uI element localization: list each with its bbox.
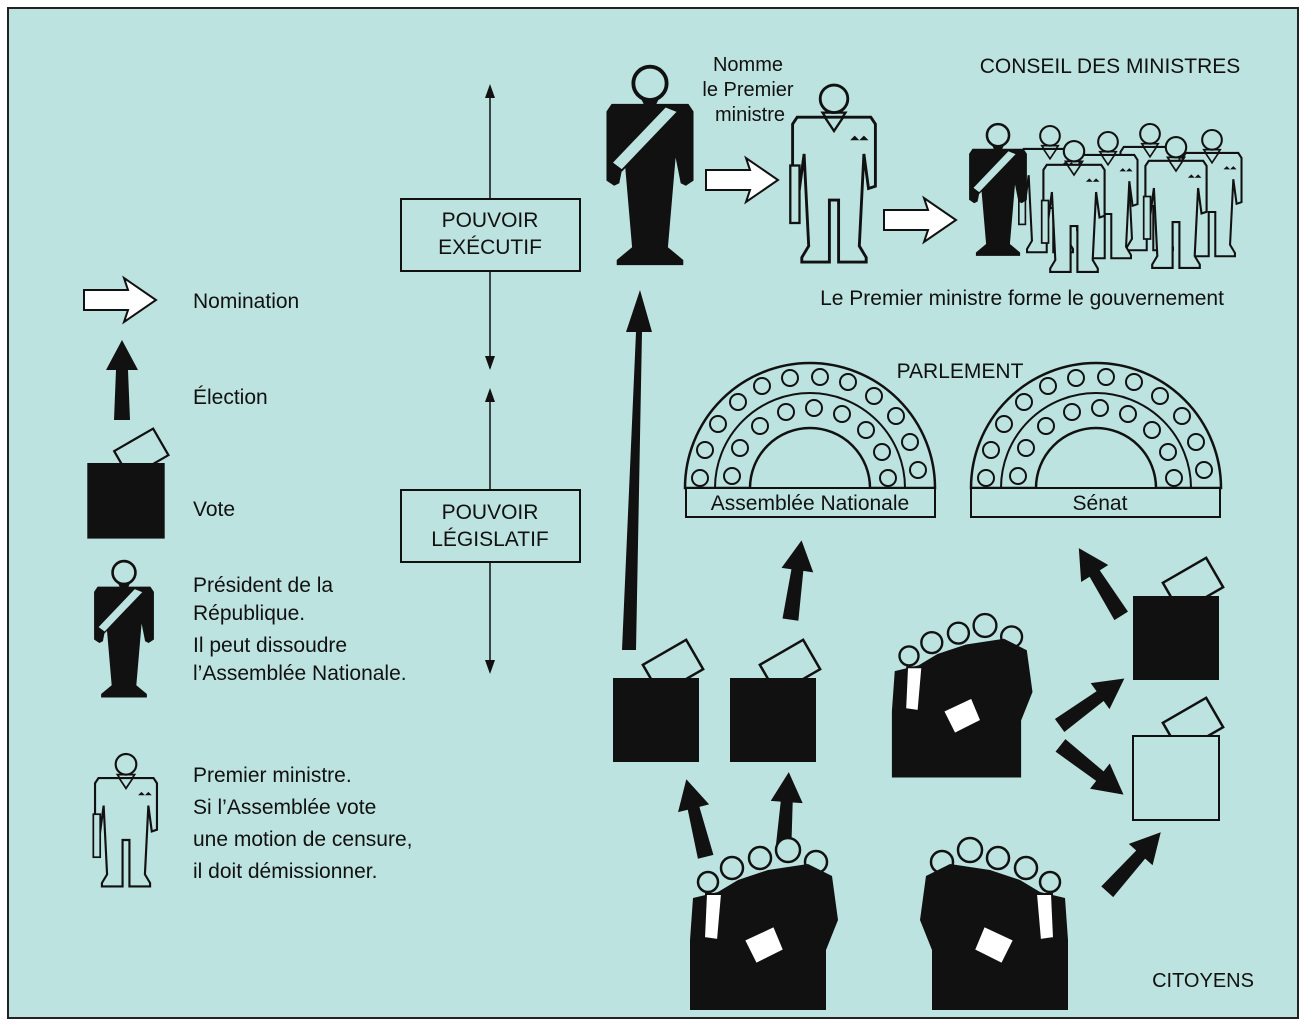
- legend-premier-line-2: Si l’Assemblée vote: [193, 796, 376, 819]
- executive-power-box: [400, 198, 581, 272]
- forms-government-caption: Le Premier ministre forme le gouvernemen…: [820, 287, 1224, 310]
- executive-power-line-2: EXÉCUTIF: [438, 236, 542, 259]
- assembly-label-box: [685, 487, 936, 518]
- nomme-line-2: le Premier: [702, 79, 793, 101]
- legend-nomination-label: Nomination: [193, 290, 299, 313]
- legend-premier-line-4: il doit démissionner.: [193, 860, 377, 883]
- citizens-label: CITOYENS: [1152, 970, 1254, 992]
- nomme-line-1: Nomme: [713, 54, 783, 76]
- nomme-line-3: ministre: [715, 104, 785, 126]
- president-election-arrow-icon: [622, 290, 652, 650]
- executive-section: Nomme le Premier ministre CONSEIL DES MI…: [604, 54, 1243, 650]
- senate-label-box: [970, 487, 1221, 518]
- legend-president-line-1: Président de la: [193, 574, 333, 597]
- power-axis: POUVOIR EXÉCUTIF POUVOIR LÉGISLATIF: [400, 84, 581, 674]
- legend-president-line-2: République.: [193, 602, 305, 625]
- legislative-power-line-2: LÉGISLATIF: [431, 528, 548, 551]
- legend-premier-line-1: Premier ministre.: [193, 764, 352, 787]
- citizens-section: CITOYENS: [670, 770, 1254, 1012]
- legend-election-label: Élection: [193, 386, 268, 409]
- parliament-title: PARLEMENT: [897, 360, 1024, 383]
- council-title: CONSEIL DES MINISTRES: [980, 55, 1241, 78]
- executive-power-line-1: POUVOIR: [442, 209, 539, 232]
- legend-vote-label: Vote: [193, 498, 235, 521]
- assembly-label: Assemblée Nationale: [711, 492, 909, 515]
- senate-label: Sénat: [1073, 492, 1128, 515]
- legend-president-line-3: Il peut dissoudre: [193, 634, 347, 657]
- parliament-section: PARLEMENT Assemblée Nationale Sénat: [683, 360, 1223, 518]
- legislative-power-line-1: POUVOIR: [442, 501, 539, 524]
- legend-premier-line-3: une motion de censure,: [193, 828, 412, 851]
- legislative-power-box: [400, 489, 581, 563]
- legend-president-line-4: l’Assemblée Nationale.: [193, 662, 407, 685]
- legend: Nomination Élection Vote Président de la…: [83, 277, 412, 888]
